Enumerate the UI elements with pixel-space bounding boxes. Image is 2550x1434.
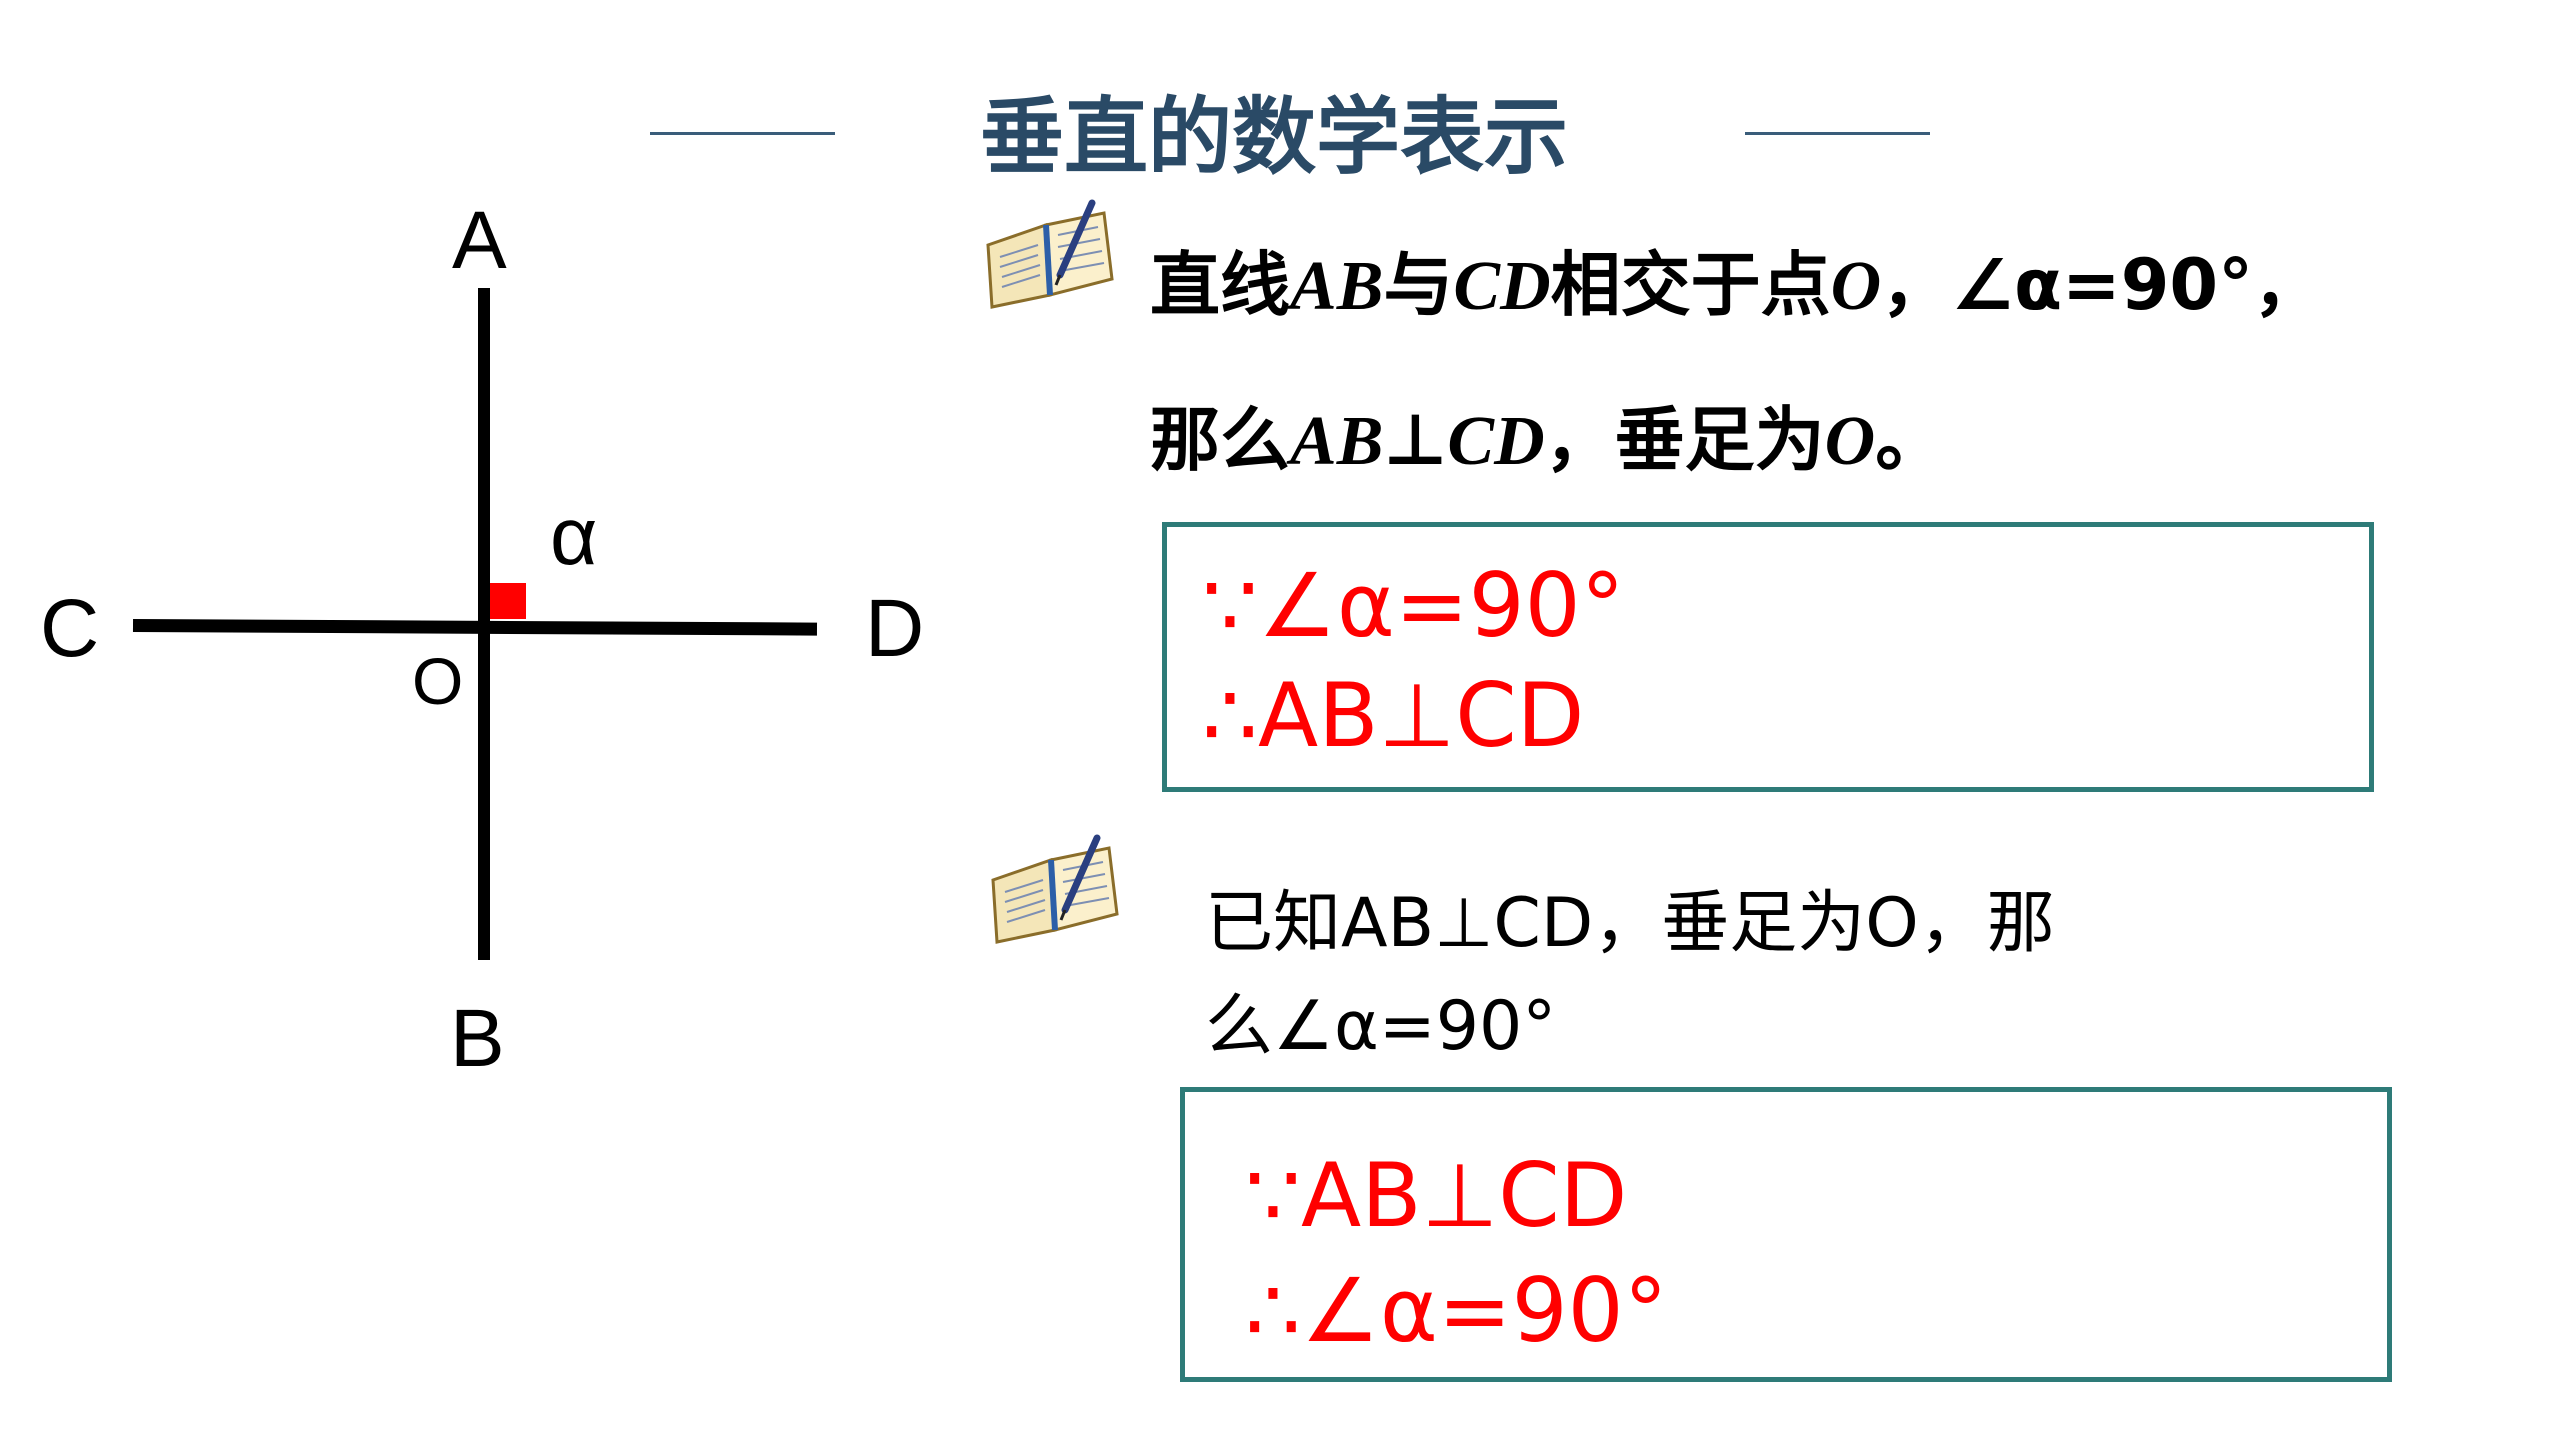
- stmt1-line2-text-3: 。: [1875, 399, 1946, 481]
- open-book-with-pen-icon: [980, 195, 1120, 309]
- label-a: A: [452, 195, 507, 286]
- label-c: C: [40, 583, 100, 674]
- stmt1-text-1: 直线: [1150, 244, 1290, 326]
- proof-box-1: ∵∠α=90° ∴AB⊥CD: [1162, 522, 2374, 792]
- statement-1-line-1: 直线AB与CD相交于点O，∠α=90°，: [1150, 250, 2323, 322]
- statement-2-line-2: 么∠α=90°: [1205, 987, 1557, 1066]
- open-book-with-pen-icon: [985, 830, 1125, 944]
- proof-box-2: ∵AB⊥CD ∴∠α=90°: [1180, 1087, 2392, 1382]
- statement-1-line-2: 那么AB⊥CD，垂足为O。: [1150, 405, 1945, 477]
- stmt1-o: O: [1830, 248, 1882, 325]
- label-d: D: [865, 583, 925, 674]
- label-alpha: α: [550, 491, 598, 582]
- stmt1-line2-o: O: [1824, 403, 1876, 480]
- statement-2-line-1: 已知AB⊥CD，垂足为O，那: [1205, 884, 2055, 963]
- label-o: O: [412, 644, 464, 718]
- title-rule-right: [1745, 132, 1930, 135]
- stmt1-ab: AB: [1290, 248, 1384, 325]
- stmt1-text-4: ，∠α=90°，: [1881, 244, 2324, 326]
- line-cd: [132, 619, 818, 636]
- stmt1-cd: CD: [1453, 248, 1551, 325]
- stmt1-line2-cd: CD: [1447, 403, 1545, 480]
- right-angle-marker: [490, 583, 526, 619]
- proof-box-2-therefore: ∴∠α=90°: [1245, 1259, 1668, 1362]
- stmt1-line2-ab: AB: [1290, 403, 1384, 480]
- stmt1-line2-text-2: ，垂足为: [1544, 399, 1825, 481]
- proof-box-1-because: ∵∠α=90°: [1202, 554, 1625, 657]
- stmt1-line2-text-1: 那么: [1150, 399, 1290, 481]
- title-rule-left: [650, 132, 835, 135]
- stmt1-text-3: 相交于点: [1550, 244, 1831, 326]
- proof-box-2-because: ∵AB⊥CD: [1245, 1144, 1628, 1247]
- stmt1-text-2: 与: [1383, 244, 1454, 326]
- proof-box-1-therefore: ∴AB⊥CD: [1202, 664, 1585, 767]
- perpendicular-figure: A B C D O α: [0, 0, 980, 1150]
- page-title: 垂直的数学表示: [980, 88, 1569, 186]
- label-b: B: [450, 993, 505, 1084]
- stmt1-line2-perp: ⊥: [1383, 399, 1448, 481]
